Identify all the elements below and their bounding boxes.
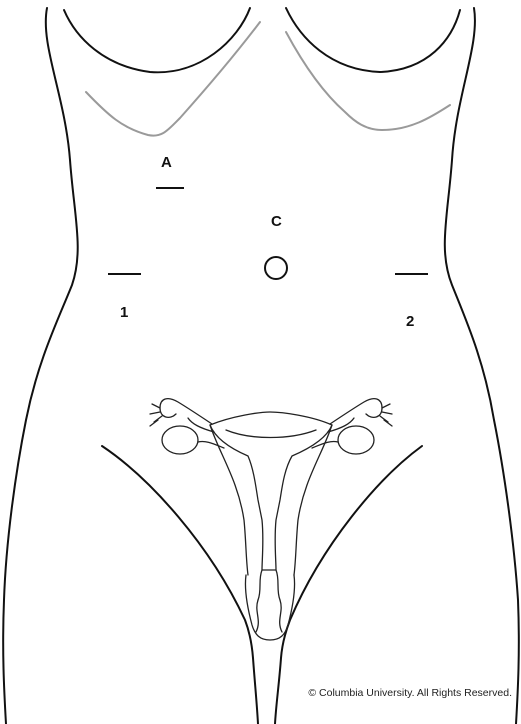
port-c-marker [265, 257, 287, 279]
broad-ligament-left [210, 425, 248, 575]
right-costal-line [286, 32, 450, 130]
copyright-notice: © Columbia University. All Rights Reserv… [308, 687, 512, 699]
label-2: 2 [406, 313, 414, 330]
left-inguinal-line [102, 446, 258, 724]
uterus-illustration [150, 399, 392, 640]
left-fallopian-tube [160, 399, 212, 424]
right-fallopian-tube [330, 399, 382, 424]
left-body-contour [3, 8, 78, 724]
label-a: A [161, 154, 172, 171]
vaginal-rugae [256, 600, 282, 632]
uterine-body [210, 412, 332, 570]
right-breast-fold [286, 8, 460, 72]
torso-outline [3, 8, 519, 724]
costal-margin [86, 22, 450, 136]
left-breast-fold [64, 8, 250, 72]
left-costal-line [86, 22, 260, 136]
left-ovarian-ligament [198, 441, 224, 448]
left-ovary [162, 426, 198, 454]
label-c: C [271, 213, 282, 230]
label-1: 1 [120, 304, 128, 321]
cervix [258, 570, 280, 600]
right-inguinal-line [275, 446, 422, 724]
port-markers [108, 188, 428, 279]
uterine-cavity [226, 430, 316, 438]
right-ovary [338, 426, 374, 454]
right-body-contour [445, 8, 519, 724]
